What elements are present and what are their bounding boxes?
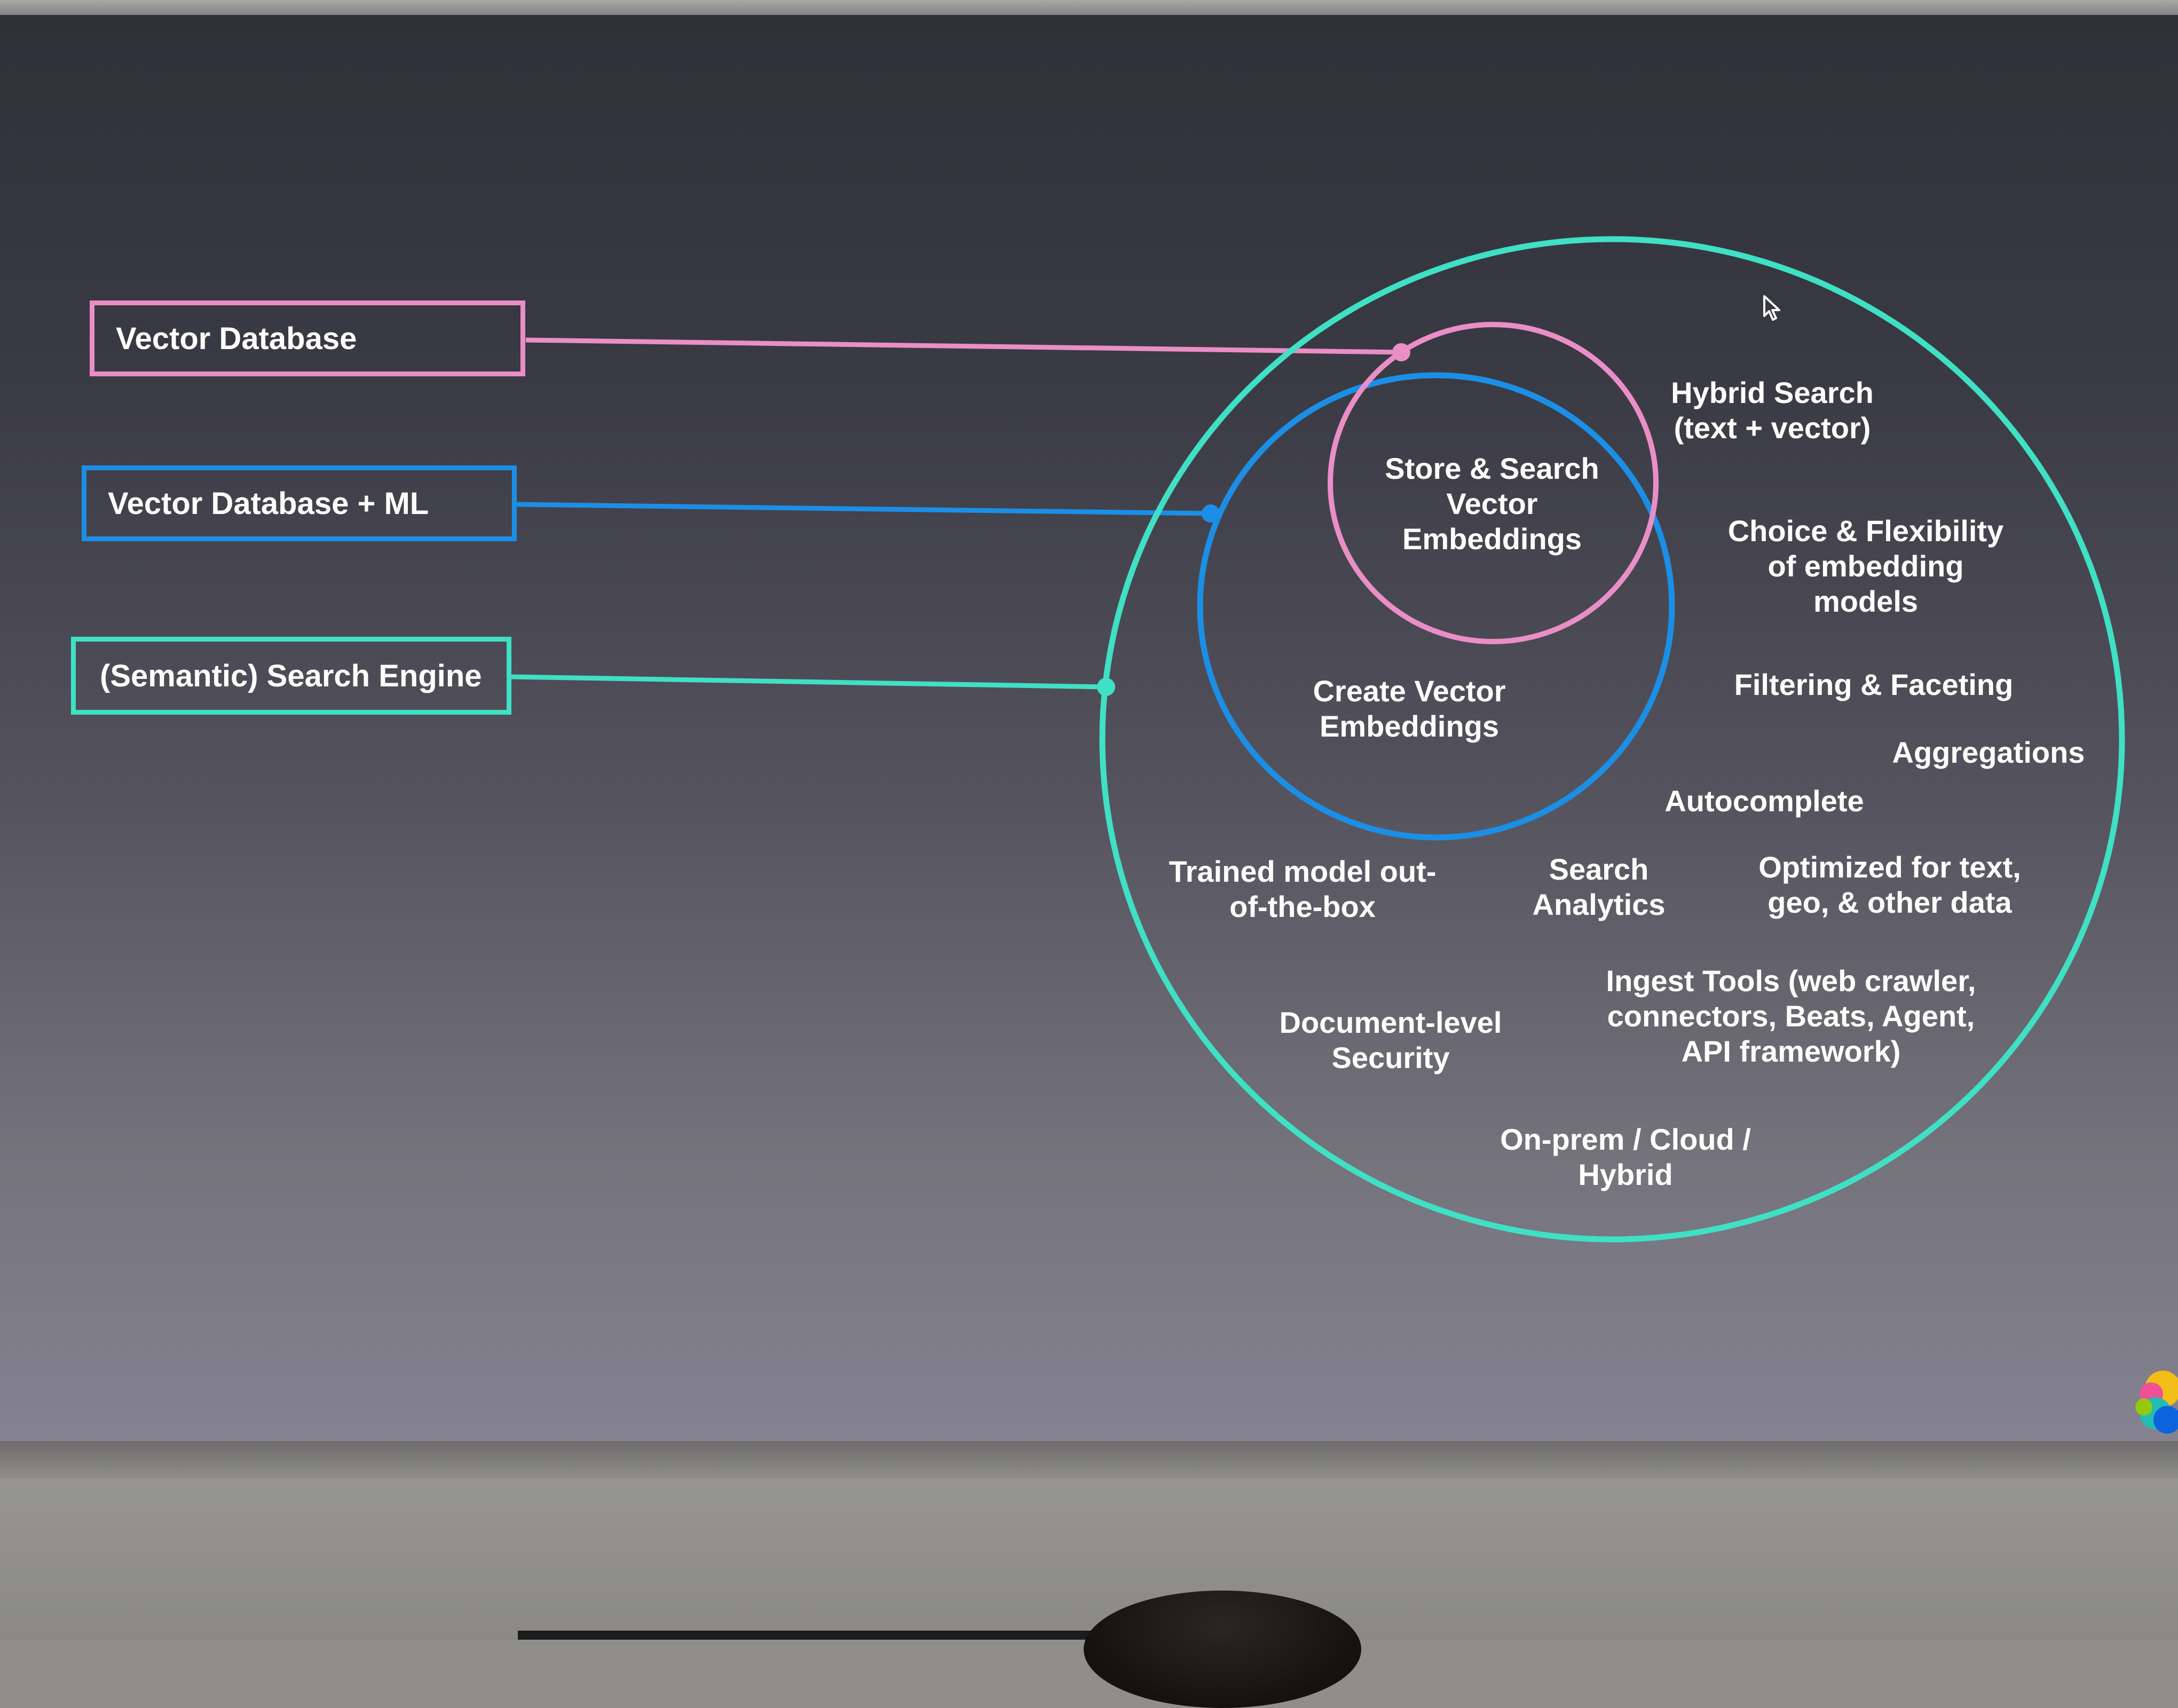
slide-background xyxy=(0,15,2178,1451)
connector-vector-database-ml xyxy=(516,502,1211,516)
venn-diagram xyxy=(511,236,2125,1243)
legend-box-vector-database: Vector Database xyxy=(90,301,525,376)
screen-bottom-edge xyxy=(0,1441,2178,1478)
elastic-logo-icon xyxy=(2135,1371,2178,1434)
label-create-vector-embeddings: Create Vector Embeddings xyxy=(1313,674,1506,743)
connector-semantic-search xyxy=(511,674,1107,690)
wall xyxy=(0,1478,2178,1640)
label-aggregations: Aggregations xyxy=(1892,736,2085,769)
connector-dot-semantic-search xyxy=(1097,678,1115,696)
podium-bar xyxy=(518,1631,1238,1640)
label-document-security: Document-level Security xyxy=(1279,1006,1502,1074)
label-filtering-faceting: Filtering & Faceting xyxy=(1734,668,2014,701)
connector-dot-vector-database xyxy=(1392,343,1410,361)
label-ingest-tools: Ingest Tools (web crawler, connectors, B… xyxy=(1606,964,1976,1068)
legend-box-vector-database-ml: Vector Database + ML xyxy=(82,465,517,541)
legend-label-vector-database: Vector Database xyxy=(116,321,357,356)
label-deployment: On-prem / Cloud / Hybrid xyxy=(1500,1122,1751,1191)
legend-label-semantic-search-engine: (Semantic) Search Engine xyxy=(100,658,482,693)
connector-dot-vector-database-ml xyxy=(1202,504,1220,523)
label-search-analytics: Search Analytics xyxy=(1532,852,1666,921)
label-autocomplete: Autocomplete xyxy=(1664,784,1864,818)
legend-box-semantic-search-engine: (Semantic) Search Engine xyxy=(71,637,511,715)
label-hybrid-search: Hybrid Search (text + vector) xyxy=(1671,376,1874,445)
connector-vector-database xyxy=(525,337,1402,355)
mouse-pointer-icon xyxy=(1763,295,1780,321)
label-trained-model: Trained model out- of-the-box xyxy=(1169,855,1437,923)
middle-circle-vector-database-ml xyxy=(1197,372,1675,841)
outer-circle-search-engine xyxy=(1099,236,2125,1243)
legend-label-vector-database-ml: Vector Database + ML xyxy=(108,486,429,521)
label-store-search-embeddings: Store & Search Vector Embeddings xyxy=(1385,452,1599,556)
label-choice-flexibility: Choice & Flexibility of embedding models xyxy=(1727,514,2004,618)
inner-circle-vector-database xyxy=(1328,322,1659,644)
label-optimized-data: Optimized for text, geo, & other data xyxy=(1758,850,2021,919)
